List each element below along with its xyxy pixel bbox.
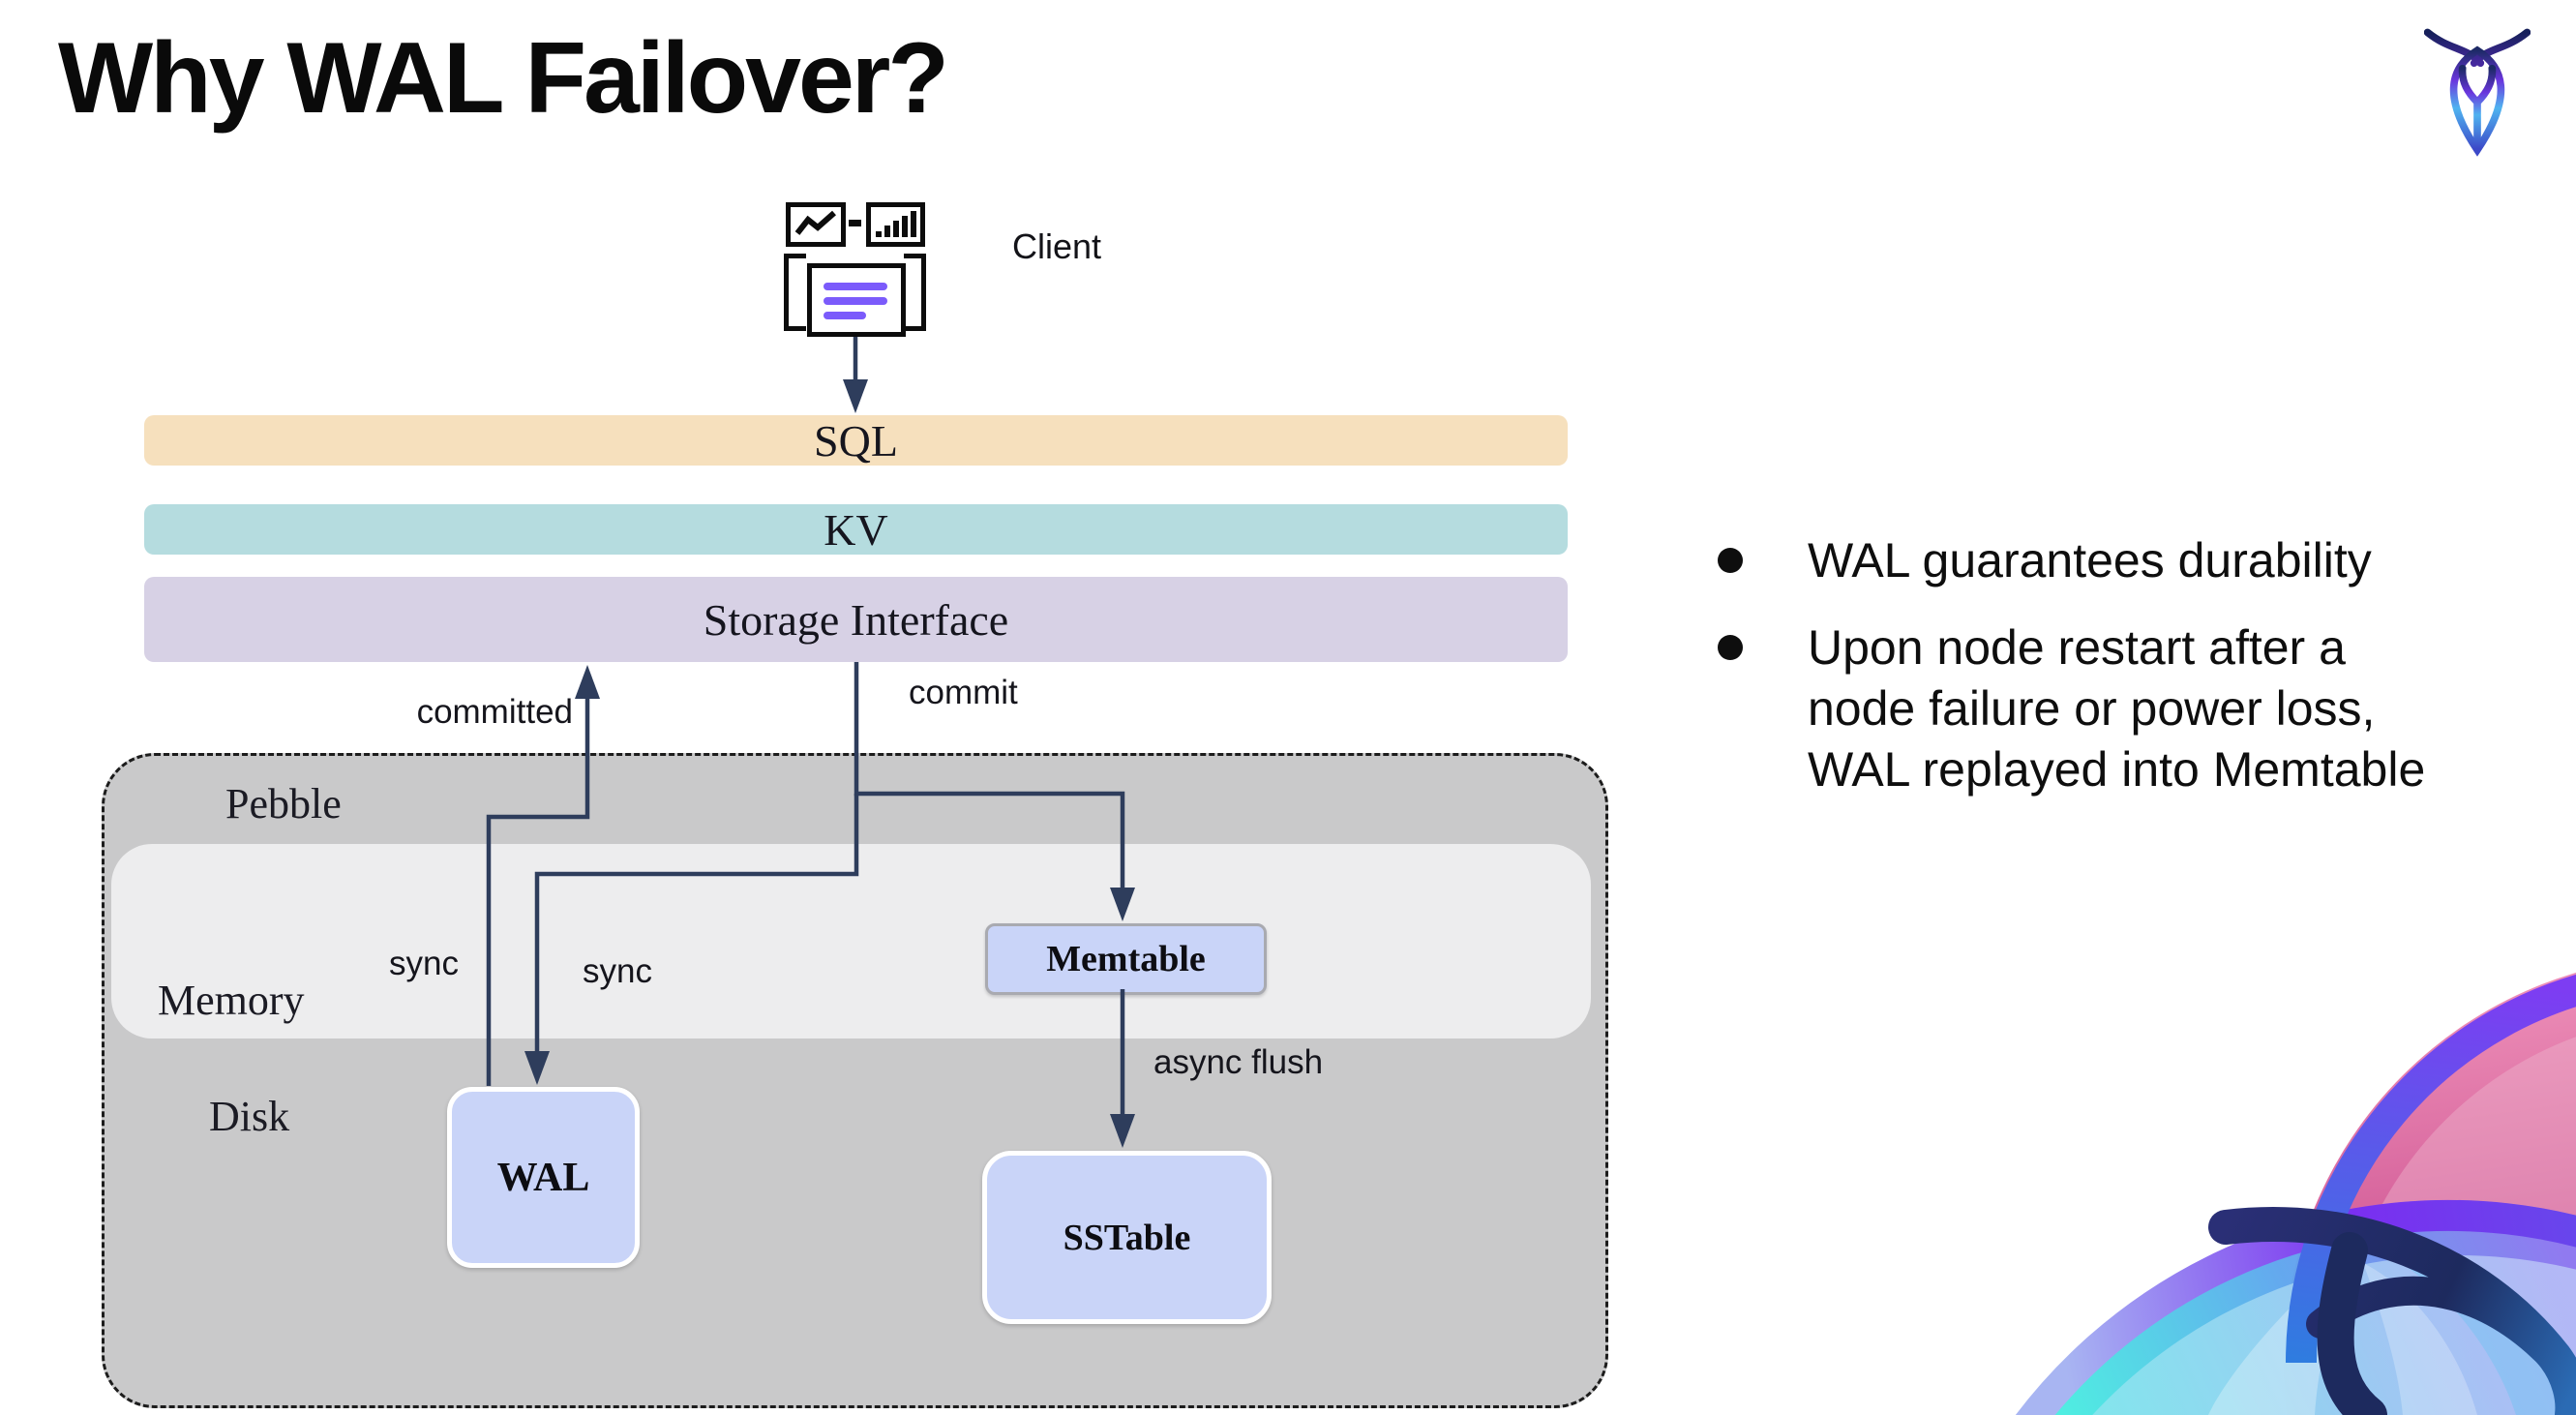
storage-interface-layer-label: Storage Interface [703, 594, 1009, 645]
sstable-node: SSTable [982, 1151, 1272, 1324]
page-title: Why WAL Failover? [58, 22, 949, 135]
bullet-dot-icon [1718, 635, 1743, 660]
memory-zone [111, 844, 1591, 1039]
brand-art [2015, 973, 2576, 1415]
memtable-node-label: Memtable [1046, 939, 1206, 979]
storage-interface-layer-bar: Storage Interface [144, 577, 1568, 662]
bullet-dot-icon [1718, 548, 1743, 573]
arrowhead-committed [575, 665, 600, 699]
kv-layer-label: KV [824, 504, 888, 555]
bullet-text-line: WAL replayed into Memtable [1808, 742, 2426, 797]
left-bracket-icon [784, 254, 806, 331]
icon-connector-dash [849, 220, 861, 226]
memory-label: Memory [158, 977, 305, 1024]
edge-label-committed: committed [416, 693, 573, 731]
right-bracket-icon [904, 254, 926, 331]
cockroachdb-logo-icon [2424, 28, 2531, 157]
line-chart-icon [786, 202, 846, 247]
client-label: Client [1012, 226, 1102, 266]
bullet-item: WAL guarantees durability [1708, 530, 2540, 591]
document-text-line [824, 283, 887, 290]
bullet-text-line: WAL guarantees durability [1808, 533, 2372, 587]
wal-node-label: WAL [496, 1155, 590, 1200]
document-icon [807, 263, 906, 337]
disk-label: Disk [209, 1093, 290, 1140]
sql-layer-bar: SQL [144, 415, 1568, 466]
bullet-text-line: node failure or power loss, [1808, 681, 2376, 736]
edge-label-commit: commit [909, 674, 1018, 711]
sstable-node-label: SSTable [1063, 1217, 1191, 1258]
wal-node: WAL [447, 1087, 640, 1268]
bullet-text-line: Upon node restart after a [1808, 620, 2346, 675]
edge-label-sync-committed: sync [389, 945, 459, 982]
arrowhead-client-sql [843, 379, 868, 413]
edge-label-sync-commit: sync [583, 952, 652, 990]
bar-chart-icon [866, 202, 925, 247]
document-text-line [824, 297, 887, 305]
kv-layer-bar: KV [144, 504, 1568, 555]
bullet-list: WAL guarantees durability Upon node rest… [1708, 530, 2540, 827]
sql-layer-label: SQL [814, 415, 898, 466]
memtable-node: Memtable [985, 923, 1267, 995]
document-text-line [824, 312, 866, 319]
bullet-item: Upon node restart after a node failure o… [1708, 617, 2540, 800]
edge-label-async-flush: async flush [1153, 1043, 1324, 1081]
pebble-label: Pebble [225, 780, 342, 828]
